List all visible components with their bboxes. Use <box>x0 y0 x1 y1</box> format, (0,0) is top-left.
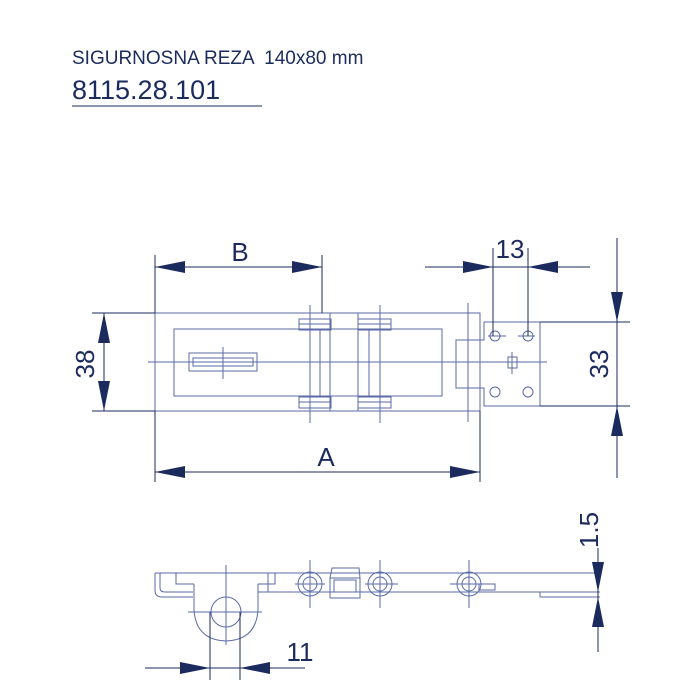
dimension-b: B <box>154 237 323 313</box>
dimension-11: 11 <box>145 612 314 680</box>
dimension-13-label: 13 <box>496 234 525 264</box>
top-view <box>148 303 547 423</box>
dimension-1-5-label: 1.5 <box>574 512 604 548</box>
dimension-b-label: B <box>231 237 248 267</box>
product-name: SIGURNOSNA REZA 140x80 mm <box>72 48 363 69</box>
dimension-38: 38 <box>70 312 155 412</box>
dimension-13: 13 <box>425 234 590 336</box>
dimension-33: 33 <box>540 238 630 478</box>
dimension-a-label: A <box>317 442 335 472</box>
dimension-38-label: 38 <box>70 350 100 379</box>
dimension-1-5: 1.5 <box>574 512 604 652</box>
dimension-11-label: 11 <box>287 637 314 667</box>
side-view <box>154 560 600 645</box>
dimension-a: A <box>154 411 481 482</box>
article-number: 8115.28.101 <box>72 75 220 105</box>
dimension-33-label: 33 <box>584 350 614 379</box>
